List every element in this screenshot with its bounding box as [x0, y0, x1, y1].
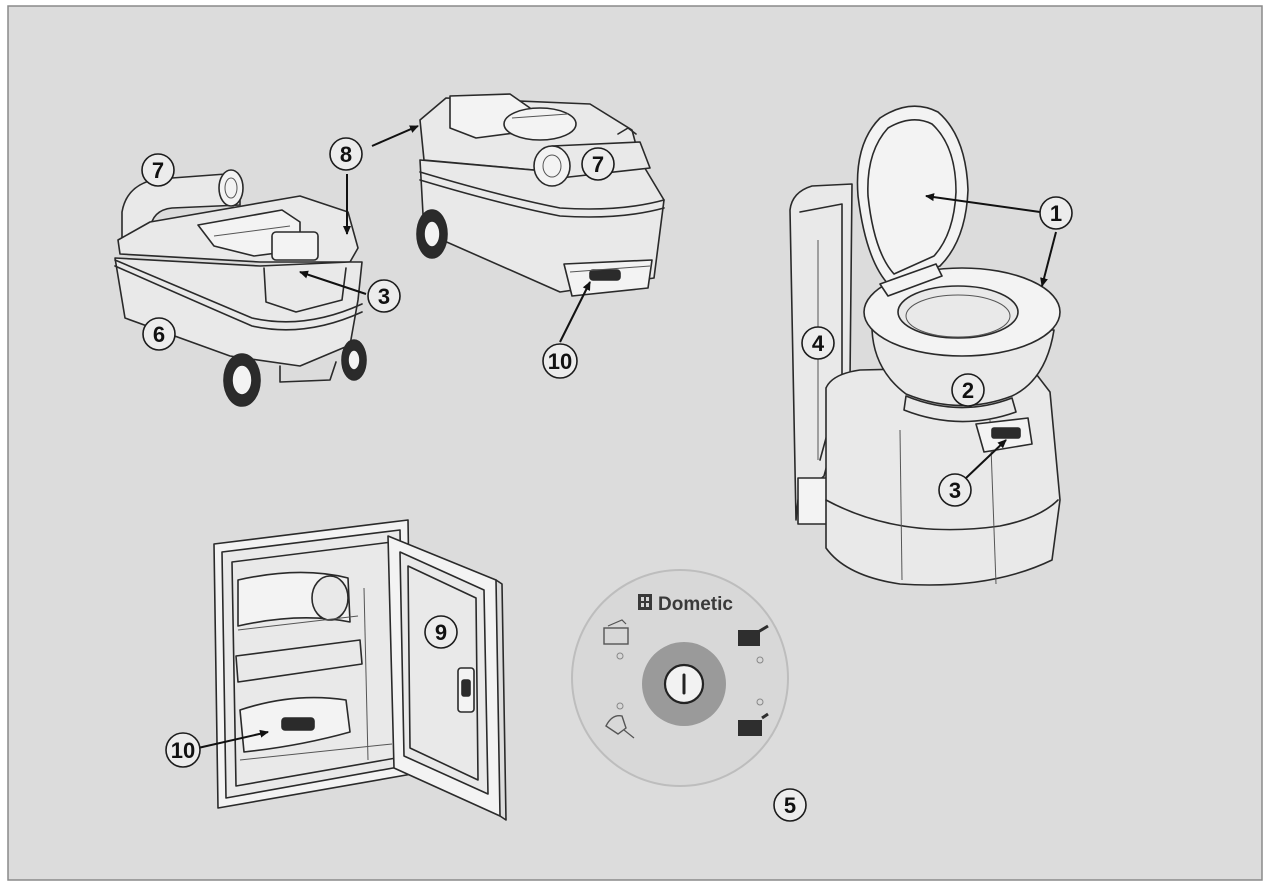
callout-5: 5	[773, 788, 807, 822]
cassette-tank-right	[416, 93, 665, 297]
arrow-1-lid	[925, 193, 1041, 213]
dometic-logo-icon	[638, 594, 652, 610]
control-panel: Dometic	[571, 569, 789, 787]
arrow-3-cassette	[299, 270, 367, 295]
callout-3-cassette: 3	[367, 279, 401, 313]
arrow-8-right	[371, 125, 419, 147]
callout-1: 1	[1039, 196, 1073, 230]
arrow-1-seat	[1040, 231, 1057, 287]
arrow-10-door	[197, 729, 269, 749]
control-panel-brand: Dometic	[658, 594, 733, 615]
callout-8: 8	[329, 137, 363, 171]
wheel-front	[223, 353, 261, 407]
cassette-full-icon	[738, 698, 769, 736]
tank-full-icon	[605, 702, 635, 739]
svg-text:2: 2	[962, 378, 974, 403]
callout-4: 4	[801, 326, 835, 360]
svg-text:10: 10	[548, 349, 572, 374]
svg-text:7: 7	[152, 158, 164, 183]
svg-text:6: 6	[153, 322, 165, 347]
toilet	[789, 105, 1061, 586]
arrow-3-toilet	[965, 439, 1007, 479]
flush-tank-icon	[738, 624, 769, 664]
svg-text:3: 3	[949, 478, 961, 503]
leader-arrows	[197, 125, 1057, 749]
svg-text:9: 9	[435, 620, 447, 645]
svg-text:1: 1	[1050, 201, 1062, 226]
svg-text:3: 3	[378, 284, 390, 309]
svg-text:8: 8	[340, 142, 352, 167]
callout-6: 6	[142, 317, 176, 351]
svg-text:10: 10	[171, 738, 195, 763]
arrow-10-cassette	[559, 281, 591, 343]
callout-9: 9	[424, 615, 458, 649]
svg-text:7: 7	[592, 152, 604, 177]
callout-10-door: 10	[165, 732, 201, 768]
cassette-tank-left	[114, 169, 367, 407]
wheel-rear	[341, 339, 367, 381]
svg-text:4: 4	[812, 331, 825, 356]
callout-3-toilet: 3	[938, 473, 972, 507]
callout-7-left: 7	[141, 153, 175, 187]
callout-2: 2	[951, 373, 985, 407]
callout-10-cassette: 10	[542, 343, 578, 379]
callout-7-right: 7	[581, 147, 615, 181]
svg-text:5: 5	[784, 793, 796, 818]
tank-level-icon	[603, 619, 629, 660]
